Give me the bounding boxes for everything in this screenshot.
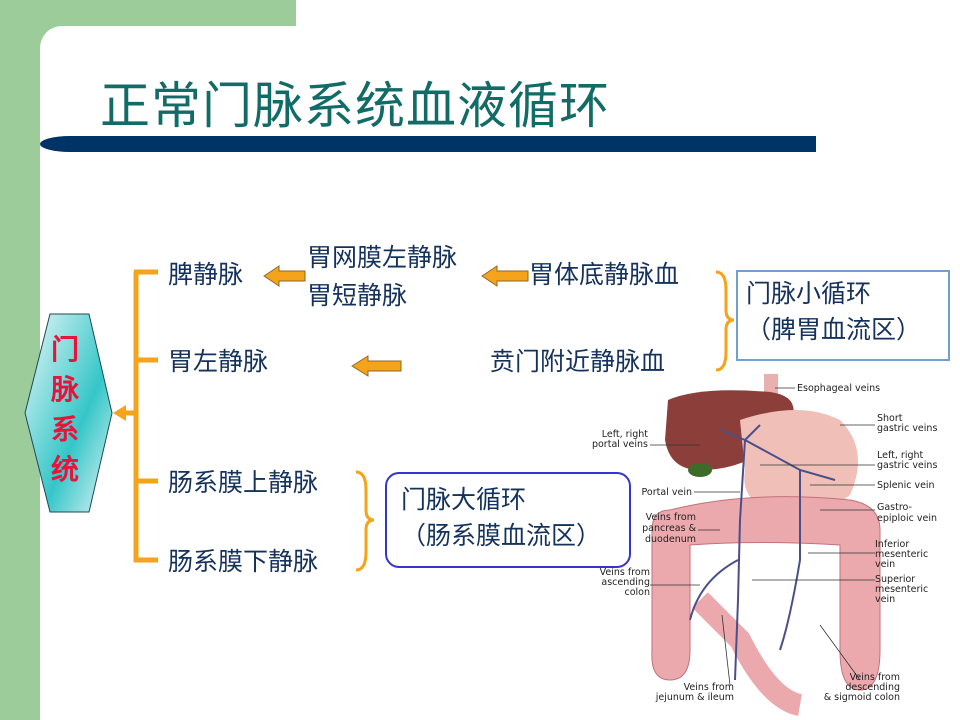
- small-circulation-subtitle: （脾胃血流区）: [746, 315, 922, 344]
- splenic-vein-label: 脾静脉: [168, 260, 244, 289]
- left-gastroepiploic-vein-label: 胃网膜左静脉: [307, 243, 458, 272]
- title-divider: [40, 136, 816, 152]
- small-circulation-box: 门脉小循环 （脾胃血流区）: [736, 270, 950, 361]
- left-arrow-1: [263, 265, 306, 287]
- large-circulation-subtitle: （肠系膜血流区）: [401, 521, 602, 550]
- large-circulation-title: 门脉大循环: [401, 485, 527, 514]
- portal-system-label: 门脉系统: [50, 333, 79, 486]
- arrow-to-hexagon: [113, 405, 126, 421]
- left-arrow-2: [481, 265, 529, 287]
- short-gastric-vein-label: 胃短静脉: [307, 281, 408, 310]
- large-circulation-box: 门脉大循环 （肠系膜血流区）: [385, 472, 631, 568]
- gastric-fundus-blood-label: 胃体底静脉血: [529, 260, 680, 289]
- left-arrow-3: [351, 355, 402, 377]
- page-title: 正常门脉系统血液循环: [100, 77, 610, 135]
- left-gastric-vein-label: 胃左静脉: [168, 347, 269, 376]
- background-top: [296, 0, 960, 26]
- large-circulation-brace: [355, 470, 375, 572]
- small-circulation-title: 门脉小循环: [746, 279, 872, 308]
- main-bracket: [124, 269, 158, 563]
- inferior-mesenteric-vein-label: 肠系膜下静脉: [168, 547, 319, 576]
- superior-mesenteric-vein-label: 肠系膜上静脉: [168, 468, 319, 497]
- cardia-blood-label: 贲门附近静脉血: [490, 347, 666, 376]
- small-circulation-brace: [715, 270, 735, 372]
- portal-system-hexagon: [24, 313, 113, 513]
